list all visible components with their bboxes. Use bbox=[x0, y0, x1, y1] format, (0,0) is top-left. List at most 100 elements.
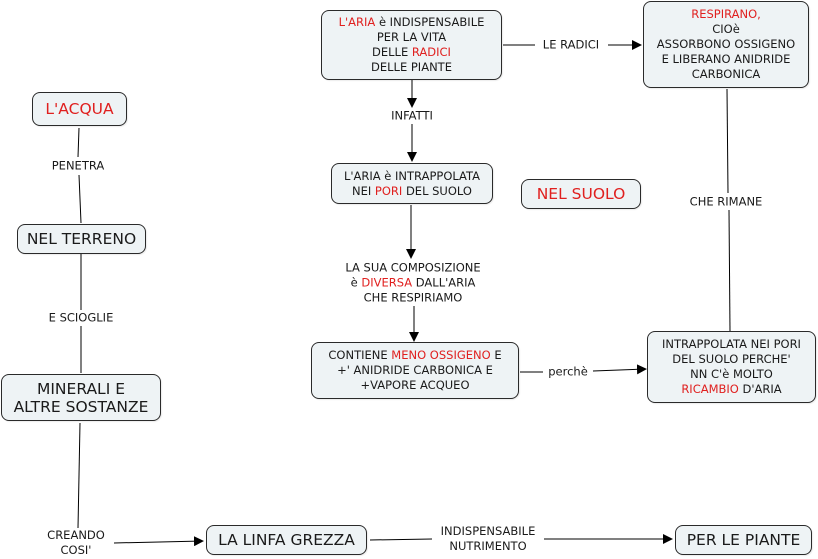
text-segment: perchè bbox=[548, 364, 588, 379]
text-line: INTRAPPOLATA NEI PORI bbox=[662, 337, 801, 352]
text-segment: MINERALI E bbox=[36, 379, 125, 398]
text-line: ALTRE SOSTANZE bbox=[14, 398, 149, 416]
text-segment: DELLE PIANTE bbox=[371, 60, 452, 74]
text-segment: E LIBERANO ANIDRIDE bbox=[661, 52, 791, 66]
text-segment: INTRAPPOLATA NEI PORI bbox=[662, 337, 801, 351]
text-segment: CARBONICA bbox=[691, 67, 761, 81]
text-line: RESPIRANO, bbox=[657, 7, 795, 22]
text-block: NEL TERRENO bbox=[27, 230, 136, 248]
highlight-text: L'ARIA bbox=[338, 15, 376, 29]
edge-creando-linfa bbox=[113, 536, 204, 547]
link-penetra: PENETRA bbox=[48, 158, 108, 174]
highlight-text: RADICI bbox=[411, 45, 451, 59]
edge-linfa-nutrimento bbox=[369, 538, 433, 541]
text-block: INFATTI bbox=[391, 109, 433, 124]
text-line: LA SUA COMPOSIZIONE bbox=[345, 261, 480, 276]
text-line: PENETRA bbox=[52, 159, 105, 174]
text-block: PER LE PIANTE bbox=[687, 531, 801, 549]
text-line: CIOè bbox=[657, 22, 795, 37]
text-line: DELLE PIANTE bbox=[339, 60, 485, 75]
text-block: L'ACQUA bbox=[45, 100, 113, 118]
text-segment: L'ARIA è INTRAPPOLATA bbox=[343, 168, 481, 183]
text-line: NEL TERRENO bbox=[27, 230, 136, 248]
node-linfa-grezza[interactable]: LA LINFA GREZZA bbox=[206, 525, 367, 555]
text-segment: E bbox=[490, 348, 502, 362]
text-block: PENETRA bbox=[52, 159, 105, 174]
highlight-text: MENO OSSIGENO bbox=[391, 348, 491, 362]
text-block: perchè bbox=[548, 365, 588, 380]
text-segment: DEL SUOLO bbox=[402, 183, 472, 198]
text-block: E SCIOGLIE bbox=[49, 311, 114, 326]
text-segment: D'ARIA bbox=[738, 382, 782, 396]
node-nel-suolo[interactable]: NEL SUOLO bbox=[521, 179, 641, 209]
text-line: CHE RIMANE bbox=[690, 195, 763, 210]
text-segment: NEL TERRENO bbox=[26, 230, 137, 248]
text-segment: CONTIENE bbox=[328, 348, 392, 362]
text-segment: PENETRA bbox=[51, 158, 105, 173]
node-acqua[interactable]: L'ACQUA bbox=[32, 92, 127, 126]
link-le-radici: LE RADICI bbox=[539, 37, 603, 53]
text-line: +' ANIDRIDE CARBONICA E bbox=[328, 363, 501, 378]
text-segment: +VAPORE ACQUEO bbox=[360, 378, 470, 392]
text-segment: PER LA VITA bbox=[376, 30, 447, 44]
text-line: COSI' bbox=[47, 543, 105, 558]
text-segment: CIOè bbox=[712, 22, 740, 36]
text-line: E SCIOGLIE bbox=[49, 311, 114, 326]
text-segment: E SCIOGLIE bbox=[48, 310, 114, 325]
text-segment: LE RADICI bbox=[542, 37, 600, 52]
node-contiene[interactable]: CONTIENE MENO OSSIGENO E+' ANIDRIDE CARB… bbox=[311, 342, 519, 399]
text-line: LE RADICI bbox=[543, 38, 599, 53]
text-line: CARBONICA bbox=[657, 67, 795, 82]
text-line: CONTIENE MENO OSSIGENO E bbox=[328, 348, 501, 363]
text-segment: INDISPENSABILE bbox=[440, 524, 536, 538]
text-line: è DIVERSA DALL'ARIA bbox=[345, 276, 480, 291]
text-line: INDISPENSABILE bbox=[441, 524, 536, 539]
edge-penetra-terreno bbox=[78, 174, 82, 224]
edge-pori-che-rimane bbox=[728, 209, 731, 332]
highlight-text: RICAMBIO bbox=[681, 382, 739, 396]
text-line: DEL SUOLO PERCHE' bbox=[662, 352, 801, 367]
link-perche: perchè bbox=[545, 364, 591, 380]
text-segment: LA SUA COMPOSIZIONE bbox=[345, 260, 481, 275]
text-block: NEL SUOLO bbox=[537, 185, 626, 203]
text-line: MINERALI E bbox=[14, 380, 149, 398]
text-line: RICAMBIO D'ARIA bbox=[662, 382, 801, 397]
link-che-rimane: CHE RIMANE bbox=[686, 194, 766, 210]
node-per-le-piante[interactable]: PER LE PIANTE bbox=[675, 525, 812, 555]
highlight-text: NEL SUOLO bbox=[536, 185, 626, 203]
text-line: perchè bbox=[548, 365, 588, 380]
highlight-text: L'ACQUA bbox=[45, 100, 114, 118]
text-segment: CREANDO bbox=[47, 528, 105, 542]
highlight-text: RESPIRANO, bbox=[691, 7, 761, 21]
highlight-text: DIVERSA bbox=[361, 275, 413, 290]
text-line: PER LE PIANTE bbox=[687, 531, 801, 549]
text-block: CONTIENE MENO OSSIGENO E+' ANIDRIDE CARB… bbox=[328, 348, 501, 393]
link-infatti: INFATTI bbox=[388, 108, 436, 124]
text-segment: +' ANIDRIDE CARBONICA E bbox=[337, 363, 493, 377]
text-line: INFATTI bbox=[391, 109, 433, 124]
text-segment: NUTRIMENTO bbox=[449, 539, 527, 553]
text-segment: DALL'ARIA bbox=[412, 275, 476, 290]
text-segment: PER LE PIANTE bbox=[686, 531, 801, 549]
text-segment: LA LINFA GREZZA bbox=[218, 531, 355, 549]
edge-che-rimane-respirano bbox=[726, 88, 729, 194]
node-nel-terreno[interactable]: NEL TERRENO bbox=[17, 224, 146, 254]
text-segment: NEI bbox=[352, 183, 375, 198]
text-segment: CHE RESPIRIAMO bbox=[363, 290, 463, 305]
text-segment: è INDISPENSABILE bbox=[375, 15, 485, 29]
text-line: NEL SUOLO bbox=[537, 185, 626, 203]
text-segment: DELLE bbox=[372, 45, 412, 59]
text-segment: è bbox=[350, 275, 362, 290]
text-line: E LIBERANO ANIDRIDE bbox=[657, 52, 795, 67]
